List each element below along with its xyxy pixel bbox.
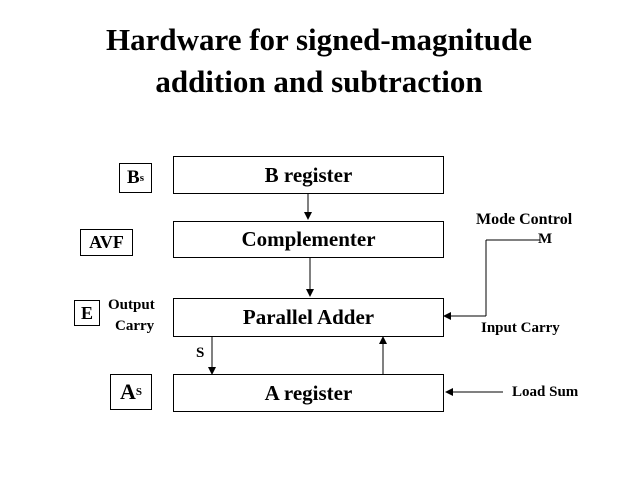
complementer-block: Complementer xyxy=(173,221,444,258)
s-label: S xyxy=(196,345,205,361)
m-label: M xyxy=(538,231,553,247)
mode-control-label: Mode Control xyxy=(476,211,573,228)
parallel-adder-block: Parallel Adder xyxy=(173,298,444,337)
bs-flag-main: B xyxy=(127,167,140,188)
diagram-title-line-1: Hardware for signed-magnitude xyxy=(106,22,532,57)
load-sum-label: Load Sum xyxy=(512,384,579,400)
a-register-block: A register xyxy=(173,374,444,412)
e-flag-box: E xyxy=(74,300,100,326)
diagram-title-line-2: addition and subtraction xyxy=(155,64,483,99)
avf-flag-box: AVF xyxy=(80,229,133,256)
output-label: Output xyxy=(108,297,155,313)
input-carry-label: Input Carry xyxy=(481,320,560,336)
carry-label: Carry xyxy=(115,318,155,334)
as-flag-sub: S xyxy=(135,386,142,398)
as-flag-main: A xyxy=(119,379,136,404)
bs-flag-sub: s xyxy=(139,172,144,184)
b-register-block: B register xyxy=(173,156,444,194)
